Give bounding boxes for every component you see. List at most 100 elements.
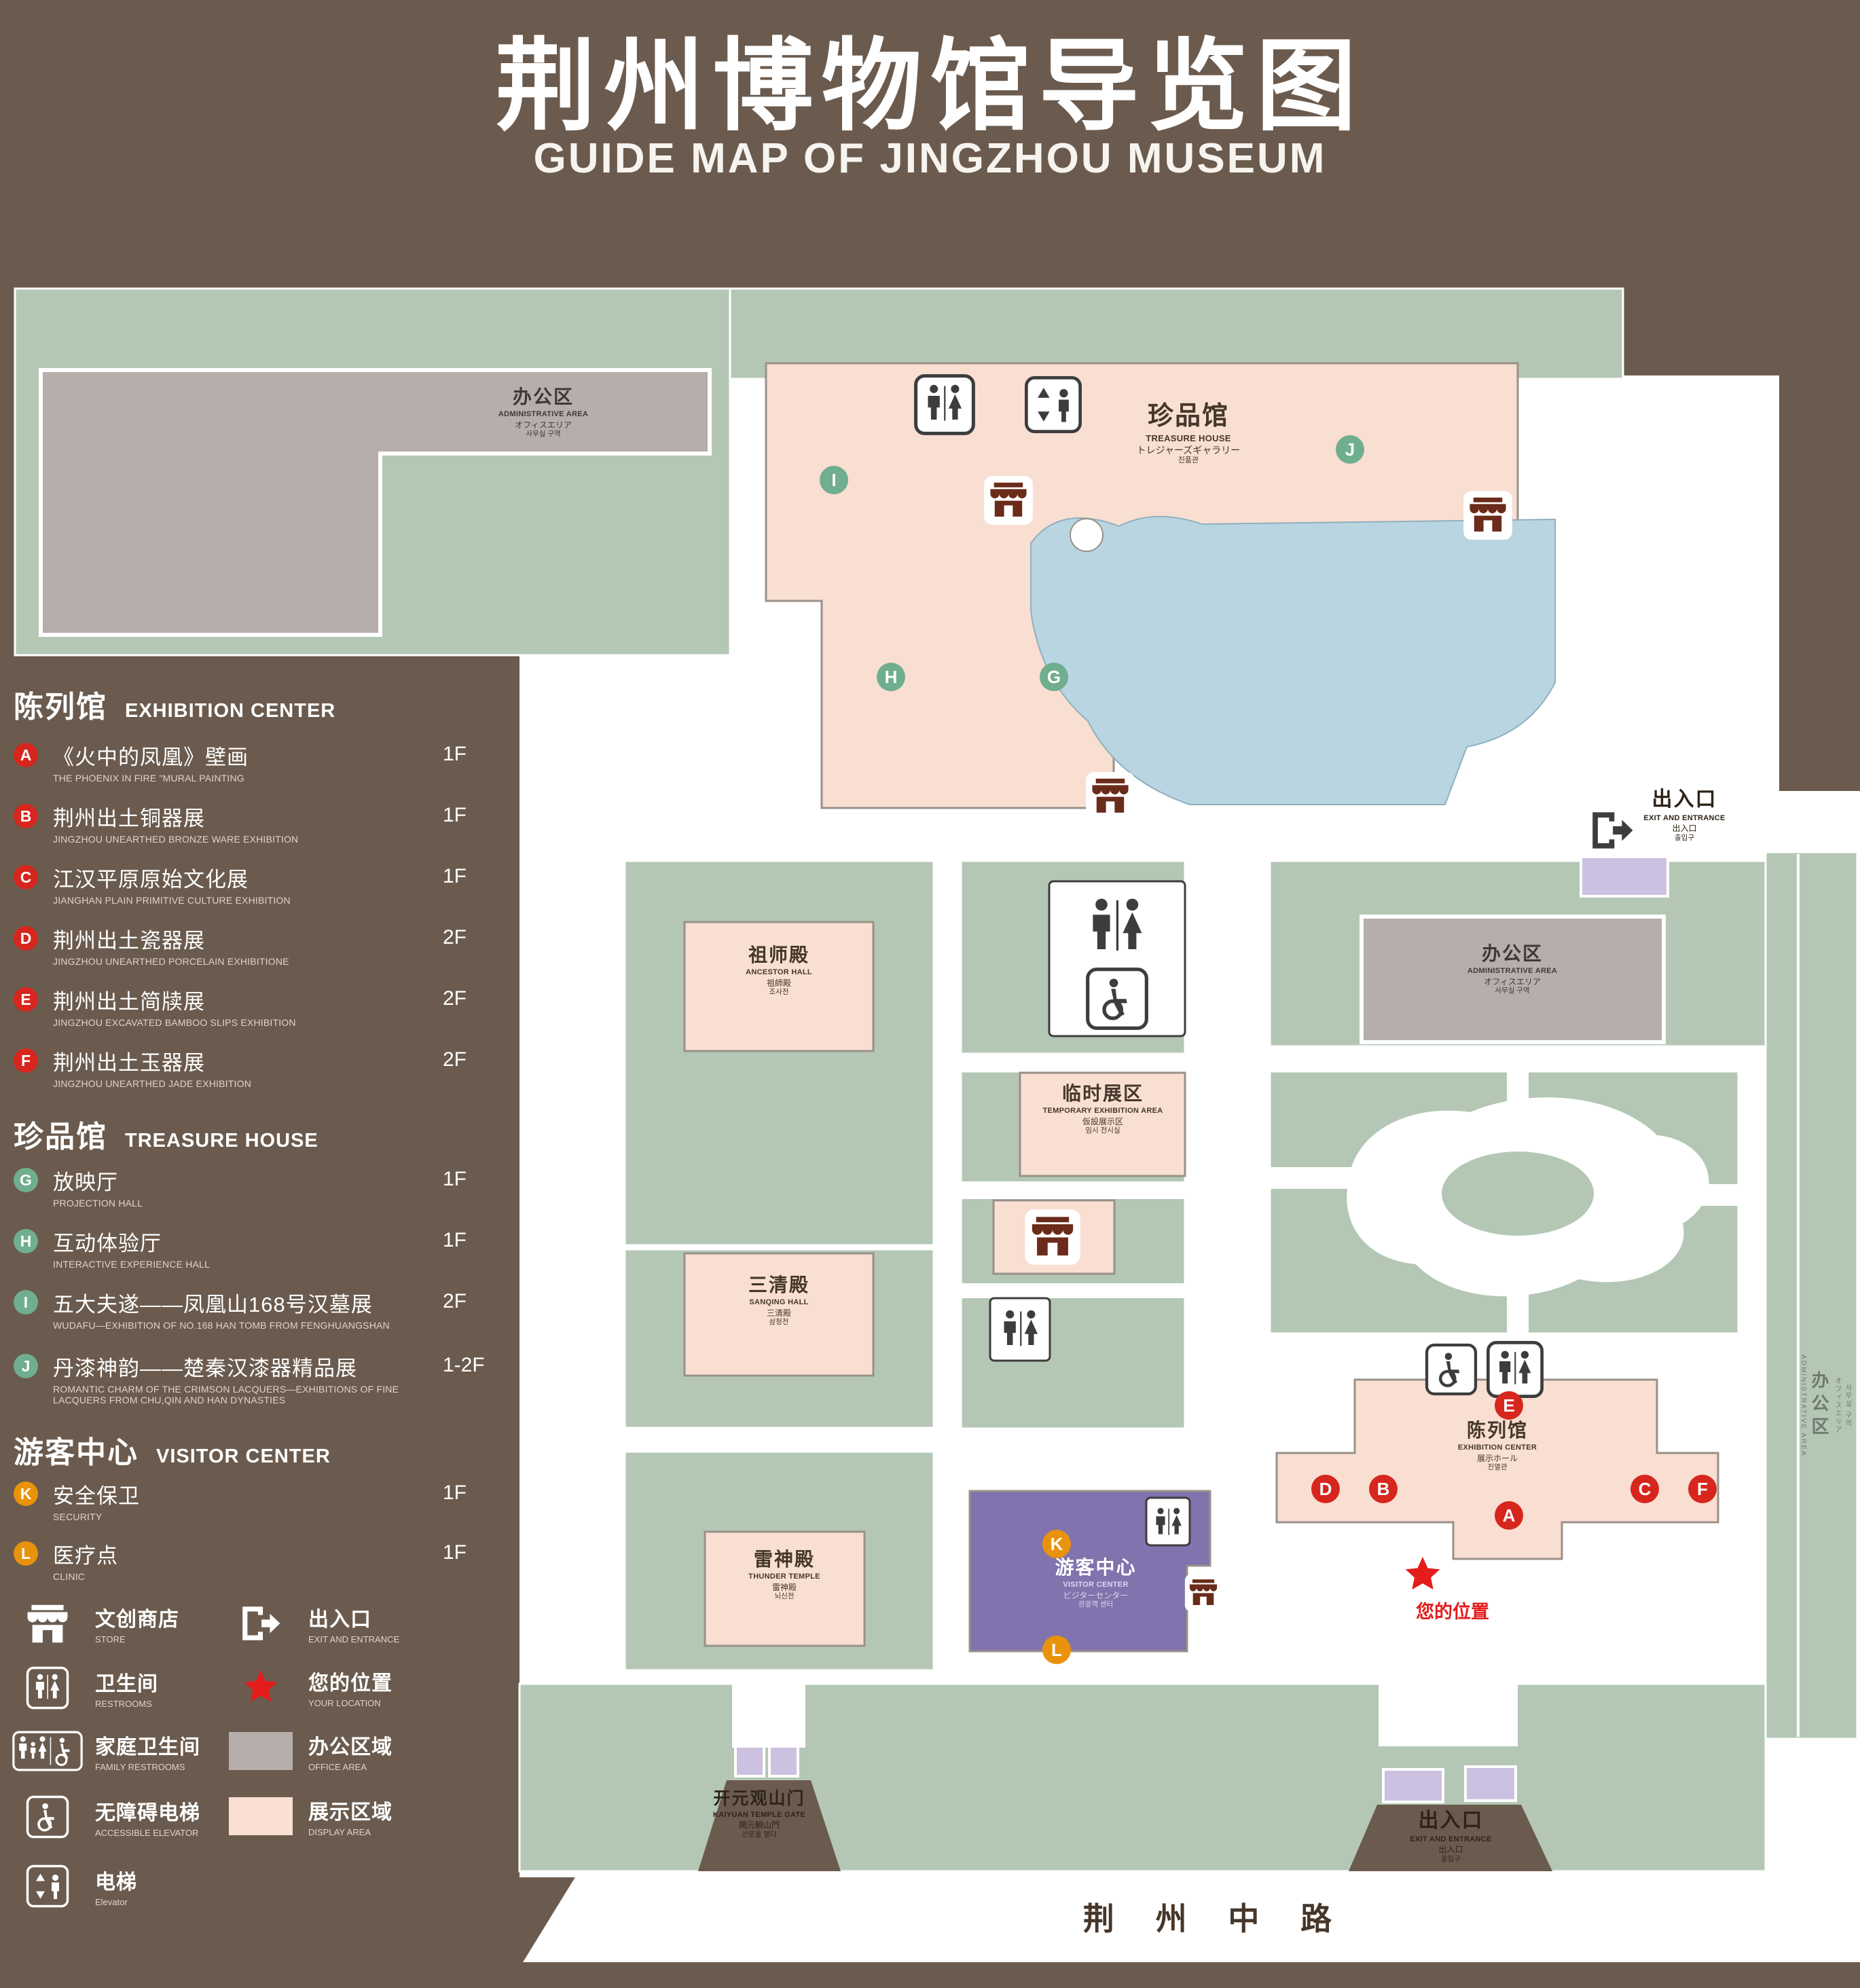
item-floor: 2F [443, 1048, 467, 1071]
building-temporary-exhibition [1019, 1071, 1186, 1177]
admin-mid-jp: オフィスエリア [1484, 976, 1541, 987]
label-ancestor-hall: 祖师殿 ANCESTOR HALL 祖師殿 조사전 [708, 944, 850, 997]
legend-cn: 展示区域 [308, 1801, 393, 1824]
item-en: THE PHOENIX IN FIRE "MURAL PAINTING [53, 773, 244, 784]
building-exhibition-center [1275, 1378, 1719, 1560]
item-en: JINGZHOU EXCAVATED BAMBOO SLIPS EXHIBITI… [53, 1017, 296, 1028]
legend-your-location: 您的位置 YOUR LOCATION [225, 1666, 393, 1708]
thunder-jp: 雷神殿 [771, 1582, 797, 1592]
map-marker-h: H [877, 663, 905, 691]
exit-s-en: EXIT AND ENTRANCE [1410, 1835, 1492, 1843]
building-ancestor-hall [683, 921, 875, 1052]
section-en: EXHIBITION CENTER [125, 700, 336, 722]
legend-cn: 办公区域 [308, 1736, 393, 1759]
admin-nw-kr: 사무실 구역 [526, 430, 561, 439]
list-item-g: G 放映厅 PROJECTION HALL 1F [14, 1165, 516, 1209]
item-en: ROMANTIC CHARM OF THE CRIMSON LACQUERS—E… [53, 1384, 399, 1405]
store-icon [1185, 1575, 1222, 1611]
thunder-en: THUNDER TEMPLE [748, 1572, 820, 1581]
list-item-h: H 互动体验厅 INTERACTIVE EXPERIENCE HALL 1F [14, 1226, 516, 1270]
building-sanqing-hall [683, 1252, 875, 1377]
legend-en: YOUR LOCATION [308, 1698, 381, 1708]
item-en: WUDAFU—EXHIBITION OF NO.168 HAN TOMB FRO… [53, 1320, 390, 1331]
map-marker-a: A [1495, 1501, 1523, 1530]
item-cn: 医疗点 [53, 1544, 118, 1568]
exit-s-cn: 出入口 [1418, 1809, 1484, 1832]
restroom-icon [1156, 1507, 1182, 1535]
item-en: JIANGHAN PLAIN PRIMITIVE CULTURE EXHIBIT… [53, 895, 291, 906]
office-area-swatch [225, 1732, 296, 1770]
treasure-jp: トレジャーズギャラリー [1136, 445, 1241, 456]
list-item-f: F 荆州出土玉器展 JINGZHOU UNEARTHED JADE EXHIBI… [14, 1046, 516, 1089]
visitor-kr: 관광객 센터 [1078, 1600, 1114, 1609]
exhibition-kr: 진열관 [1487, 1463, 1508, 1472]
item-en: SECURITY [53, 1511, 103, 1522]
restroom-box-visitor [1145, 1496, 1191, 1547]
legend-accessible-elevator: 无障碍电梯 ACCESSIBLE ELEVATOR [12, 1795, 200, 1839]
gate-jp: 開元観山門 [738, 1820, 780, 1830]
legend-en: ACCESSIBLE ELEVATOR [95, 1828, 199, 1838]
badge-k: K [14, 1481, 38, 1506]
restroom-building [1048, 880, 1186, 1037]
store-icon [984, 476, 1033, 525]
item-floor: 1F [443, 743, 467, 765]
gate-en: KAIYUAN TEMPLE GATE [712, 1810, 806, 1819]
legend-en: DISPLAY AREA [308, 1827, 371, 1837]
lane-temporary-2 [961, 1283, 1185, 1298]
badge-f: F [14, 1048, 38, 1073]
treasure-kr: 진품관 [1178, 456, 1199, 465]
legend-cn: 无障碍电梯 [95, 1802, 200, 1824]
section-cn: 游客中心 [14, 1436, 139, 1469]
item-en: CLINIC [53, 1571, 86, 1582]
building-admin-nw [39, 368, 712, 637]
legend-en: STORE [95, 1634, 126, 1644]
item-cn: 丹漆神韵——楚秦汉漆器精品展 [53, 1357, 357, 1380]
legend-elevator: 电梯 Elevator [12, 1864, 137, 1908]
item-floor: 1F [443, 1541, 467, 1564]
exhibition-cn: 陈列馆 [1466, 1420, 1528, 1441]
map-marker-j: J [1336, 435, 1364, 464]
item-cn: 放映厅 [53, 1171, 118, 1194]
restroom-icon [1004, 1310, 1038, 1346]
legend-en: Elevator [95, 1897, 128, 1907]
legend-store: 文创商店 STORE [12, 1602, 179, 1644]
legend-cn: 家庭卫生间 [95, 1736, 200, 1759]
item-cn: 五大夫遂——凤凰山168号汉墓展 [53, 1293, 373, 1317]
treasure-en: TREASURE HOUSE [1146, 433, 1231, 444]
exit-s-structure-1 [1382, 1768, 1444, 1803]
store-icon [1025, 1209, 1080, 1264]
list-item-b: B 荆州出土铜器展 JINGZHOU UNEARTHED BRONZE WARE… [14, 801, 516, 845]
admin-nw-cn: 办公区 [512, 386, 574, 407]
label-treasure-house: 珍品馆 TREASURE HOUSE トレジャーズギャラリー 진품관 [1093, 401, 1283, 466]
badge-d: D [14, 926, 38, 951]
exit-ne-jp: 出入口 [1672, 824, 1697, 833]
list-item-d: D 荆州出土瓷器展 JINGZHOU UNEARTHED PORCELAIN E… [14, 923, 516, 967]
temporary-en: TEMPORARY EXHIBITION AREA [1042, 1107, 1163, 1116]
ancestor-cn: 祖师殿 [748, 944, 809, 965]
admin-nw-en: ADMINISTRATIVE AREA [498, 410, 589, 419]
legend-en: RESTROOMS [95, 1699, 152, 1709]
map-marker-c: C [1630, 1475, 1659, 1503]
sanqing-en: SANQING HALL [749, 1298, 809, 1307]
exhibition-jp: 展示ホール [1476, 1453, 1518, 1463]
gate-wedge [698, 1780, 841, 1871]
legend-display-area: 展示区域 DISPLAY AREA [225, 1795, 393, 1837]
badge-i: I [14, 1290, 38, 1314]
thunder-kr: 뇌신전 [774, 1592, 795, 1601]
item-floor: 1F [443, 865, 467, 887]
item-floor: 1-2F [443, 1354, 485, 1376]
item-floor: 1F [443, 1481, 467, 1504]
label-kaiyuan-gate: 开元观山门 KAIYUAN TEMPLE GATE 開元観山門 산문을 열다 [685, 1788, 834, 1839]
label-thunder-temple: 雷神殿 THUNDER TEMPLE 雷神殿 뇌신전 [713, 1548, 856, 1601]
admin-strip-jp: オフィスエリア [1834, 1377, 1841, 1434]
item-en: JINGZHOU UNEARTHED BRONZE WARE EXHIBITIO… [53, 834, 299, 845]
pond [1030, 515, 1556, 806]
label-admin-nw: 办公区 ADMINISTRATIVE AREA オフィスエリア 사무실 구역 [469, 386, 618, 439]
sanqing-cn: 三清殿 [748, 1274, 809, 1295]
legend-en: OFFICE AREA [308, 1762, 367, 1772]
badge-h: H [14, 1229, 38, 1253]
ancestor-kr: 조사전 [769, 988, 789, 997]
legend-cn: 出入口 [308, 1608, 371, 1631]
item-cn: 荆州出土瓷器展 [53, 929, 205, 953]
